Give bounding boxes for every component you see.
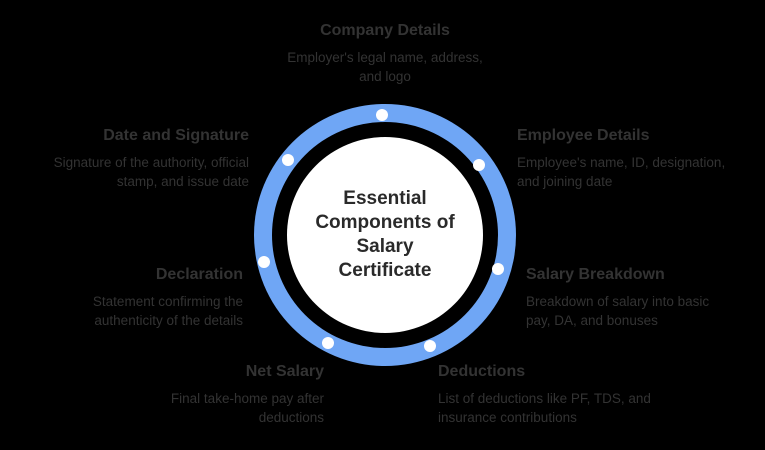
dot-salary-breakdown bbox=[492, 263, 504, 275]
component-description: Breakdown of salary into basic pay, DA, … bbox=[526, 294, 710, 328]
component-description: Employee's name, ID, designation, and jo… bbox=[517, 155, 726, 189]
component-description: List of deductions like PF, TDS, and ins… bbox=[438, 391, 651, 425]
dot-company-details bbox=[376, 109, 388, 121]
component-salary-breakdown: Salary Breakdown Breakdown of salary int… bbox=[526, 266, 726, 330]
component-title: Date and Signature bbox=[103, 127, 249, 144]
component-title: Employee Details bbox=[517, 127, 650, 144]
component-declaration: Declaration Statement confirming the aut… bbox=[55, 266, 243, 330]
component-title: Company Details bbox=[320, 22, 450, 39]
component-description: Final take-home pay after deductions bbox=[170, 391, 324, 425]
component-title: Declaration bbox=[155, 266, 243, 283]
dot-net-salary bbox=[322, 337, 334, 349]
component-description: Statement confirming the authenticity of… bbox=[92, 294, 243, 328]
component-net-salary: Net Salary Final take-home pay after ded… bbox=[140, 363, 324, 427]
component-company-details: Company Details Employer's legal name, a… bbox=[285, 22, 485, 86]
component-title: Deductions bbox=[438, 363, 526, 380]
dot-declaration bbox=[258, 256, 270, 268]
component-title: Salary Breakdown bbox=[526, 266, 665, 283]
diagram-title: Essential Components of Salary Certifica… bbox=[315, 188, 455, 281]
dot-date-signature bbox=[282, 154, 294, 166]
component-description: Signature of the authority, official sta… bbox=[53, 155, 249, 189]
center-circle: Essential Components of Salary Certifica… bbox=[287, 137, 483, 333]
component-title: Net Salary bbox=[245, 363, 324, 380]
component-deductions: Deductions List of deductions like PF, T… bbox=[438, 363, 658, 427]
dot-employee-details bbox=[473, 159, 485, 171]
component-description: Employer's legal name, address, and logo bbox=[287, 50, 483, 84]
component-employee-details: Employee Details Employee's name, ID, de… bbox=[517, 127, 727, 191]
dot-deductions bbox=[424, 340, 436, 352]
component-date-signature: Date and Signature Signature of the auth… bbox=[50, 127, 249, 191]
